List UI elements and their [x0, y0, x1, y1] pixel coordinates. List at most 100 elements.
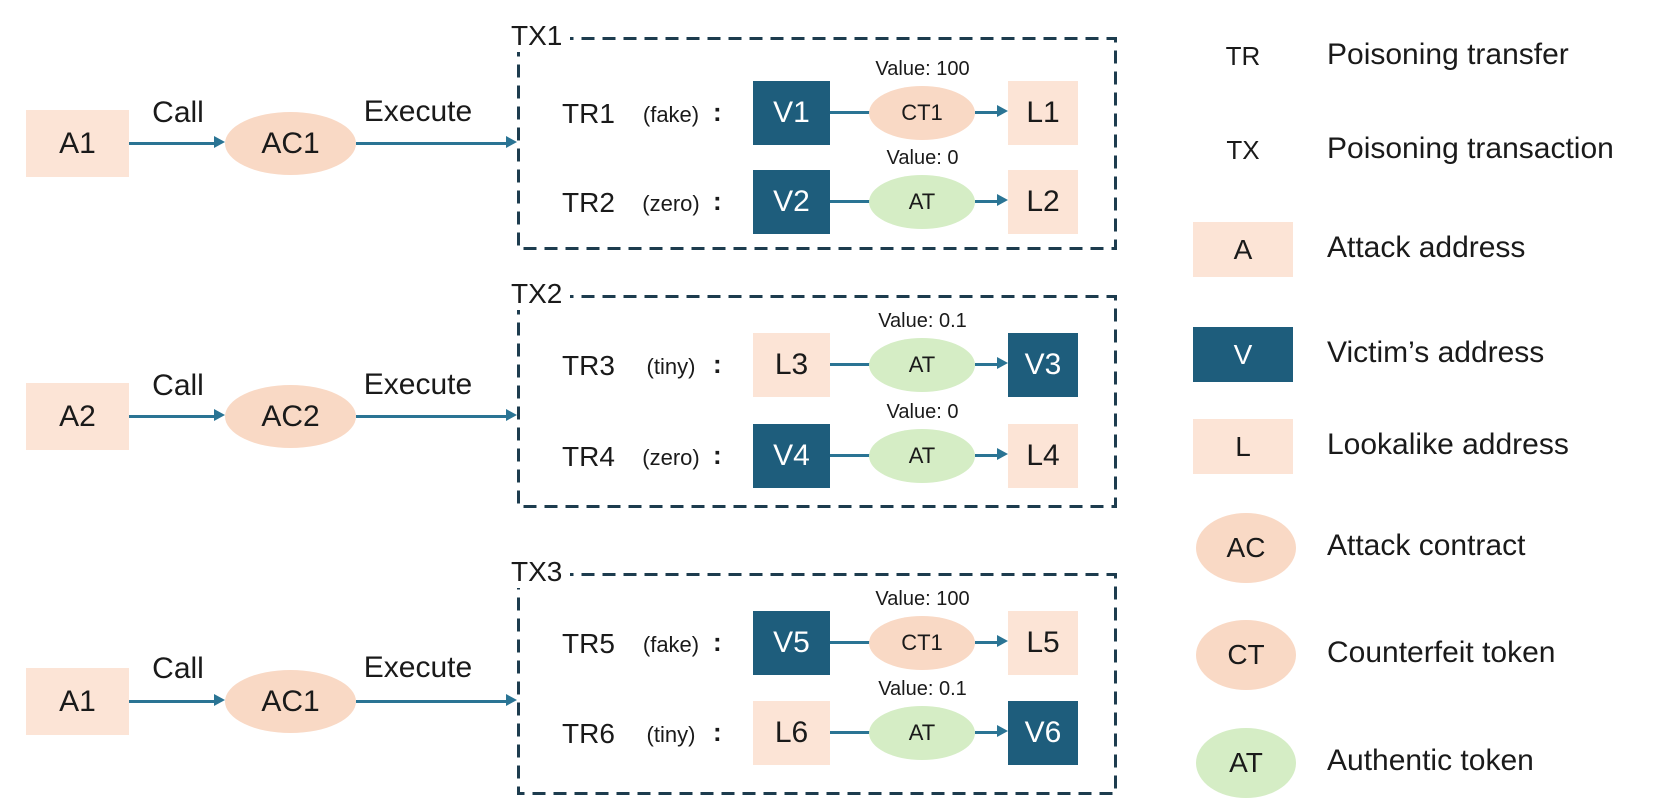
token-dest-arrow — [975, 194, 1008, 206]
attacker-address-box: A1 — [26, 668, 129, 735]
call-label: Call — [152, 369, 204, 402]
value-label: Value: 0 — [886, 401, 959, 423]
legend-label: Poisoning transaction — [1327, 132, 1614, 165]
legend-label: Authentic token — [1327, 744, 1534, 777]
transfer-colon: : — [713, 717, 722, 747]
source-address-box: V1 — [753, 81, 830, 145]
transaction-box: TX2 TR3 (tiny) : L3 Value: 0.1 AT V3 TR4… — [503, 278, 1117, 508]
legend-counterfeit-token-ellipse: CT — [1196, 620, 1296, 690]
source-token-line — [830, 363, 870, 366]
token-ellipse: CT1 — [869, 616, 975, 670]
dest-address-box: L1 — [1008, 81, 1078, 145]
source-token-line — [830, 454, 870, 457]
source-address-box: V4 — [753, 424, 830, 488]
legend-label: Victim’s address — [1327, 336, 1545, 369]
source-address-box: V2 — [753, 170, 830, 234]
source-token-line — [830, 641, 870, 644]
transfer-colon: : — [713, 440, 722, 470]
legend-label: Counterfeit token — [1327, 636, 1556, 669]
tx-label: TX2 — [503, 278, 571, 310]
execute-arrow — [356, 694, 517, 706]
value-label: Value: 0 — [886, 147, 959, 169]
attacker-address-box: A1 — [26, 110, 129, 177]
value-label: Value: 100 — [875, 588, 970, 610]
transfer-id: TR2 — [562, 187, 615, 218]
transfer-row: TR1 (fake) : V1 Value: 100 CT1 L1 — [517, 53, 1117, 173]
value-label: Value: 100 — [875, 58, 970, 80]
dest-address-box: L5 — [1008, 611, 1078, 675]
dest-address-box: V6 — [1008, 701, 1078, 765]
execute-label: Execute — [363, 95, 473, 128]
dashed-border — [517, 295, 1117, 508]
legend-symbol-tr: TR — [1225, 41, 1261, 71]
transfer-row: TR2 (zero) : V2 Value: 0 AT L2 — [517, 142, 1117, 262]
legend-authentic-token-ellipse: AT — [1196, 728, 1296, 798]
call-label: Call — [152, 652, 204, 685]
execute-arrow — [356, 136, 517, 148]
token-ellipse: AT — [869, 338, 975, 392]
transfer-type: (zero) — [642, 445, 700, 470]
transfer-colon: : — [713, 627, 722, 657]
legend-symbol-tx: TX — [1226, 135, 1260, 165]
source-token-line — [830, 111, 870, 114]
transfer-type: (zero) — [642, 191, 700, 216]
legend-lookalike-address-box: L — [1193, 419, 1293, 474]
attack-contract-ellipse: AC2 — [225, 385, 356, 448]
transfer-type: (tiny) — [646, 722, 696, 747]
value-label: Value: 0.1 — [878, 310, 967, 332]
tx-label: TX1 — [503, 20, 571, 52]
transaction-box: TX3 TR5 (fake) : V5 Value: 100 CT1 L5 TR… — [503, 556, 1117, 795]
legend-label: Poisoning transfer — [1327, 38, 1569, 71]
legend-victim-address-box: V — [1193, 327, 1293, 382]
token-dest-arrow — [975, 357, 1008, 369]
transfer-row: TR6 (tiny) : L6 Value: 0.1 AT V6 — [517, 673, 1117, 793]
transfer-type: (fake) — [642, 102, 700, 127]
call-label: Call — [152, 96, 204, 129]
legend-label: Lookalike address — [1327, 428, 1569, 461]
token-dest-arrow — [975, 725, 1008, 737]
attacker-address-box: A2 — [26, 383, 129, 450]
execute-label: Execute — [363, 651, 473, 684]
transfer-id: TR1 — [562, 98, 615, 129]
legend-attack-address-box: A — [1193, 222, 1293, 277]
dest-address-box: L4 — [1008, 424, 1078, 488]
execute-label: Execute — [363, 368, 473, 401]
transfer-row: TR4 (zero) : V4 Value: 0 AT L4 — [517, 396, 1117, 516]
call-arrow — [129, 136, 225, 148]
source-token-line — [830, 200, 870, 203]
transaction-box: TX1 TR1 (fake) : V1 Value: 100 CT1 L1 TR… — [503, 20, 1117, 250]
transfer-row: TR5 (fake) : V5 Value: 100 CT1 L5 — [517, 583, 1117, 703]
dashed-border — [517, 37, 1117, 250]
dashed-border — [517, 573, 1117, 795]
attack-contract-ellipse: AC1 — [225, 112, 356, 175]
transfer-row: TR3 (tiny) : L3 Value: 0.1 AT V3 — [517, 305, 1117, 425]
transfer-id: TR6 — [562, 718, 615, 749]
token-ellipse: AT — [869, 175, 975, 229]
token-ellipse: AT — [869, 706, 975, 760]
token-ellipse: AT — [869, 429, 975, 483]
transfer-id: TR5 — [562, 628, 615, 659]
transfer-colon: : — [713, 349, 722, 379]
token-dest-arrow — [975, 635, 1008, 647]
value-label: Value: 0.1 — [878, 678, 967, 700]
call-arrow — [129, 694, 225, 706]
token-dest-arrow — [975, 105, 1008, 117]
source-token-line — [830, 731, 870, 734]
token-ellipse: CT1 — [869, 86, 975, 140]
source-address-box: L6 — [753, 701, 830, 765]
call-arrow — [129, 409, 225, 421]
token-dest-arrow — [975, 448, 1008, 460]
transfer-colon: : — [713, 97, 722, 127]
legend-attack-contract-ellipse: AC — [1196, 513, 1296, 583]
transfer-type: (tiny) — [646, 354, 696, 379]
transfer-id: TR3 — [562, 350, 615, 381]
legend-label: Attack contract — [1327, 529, 1526, 562]
source-address-box: L3 — [753, 333, 830, 397]
transfer-id: TR4 — [562, 441, 615, 472]
execute-arrow — [356, 409, 517, 421]
transfer-type: (fake) — [642, 632, 700, 657]
legend-label: Attack address — [1327, 231, 1526, 264]
tx-label: TX3 — [503, 556, 571, 588]
dest-address-box: L2 — [1008, 170, 1078, 234]
